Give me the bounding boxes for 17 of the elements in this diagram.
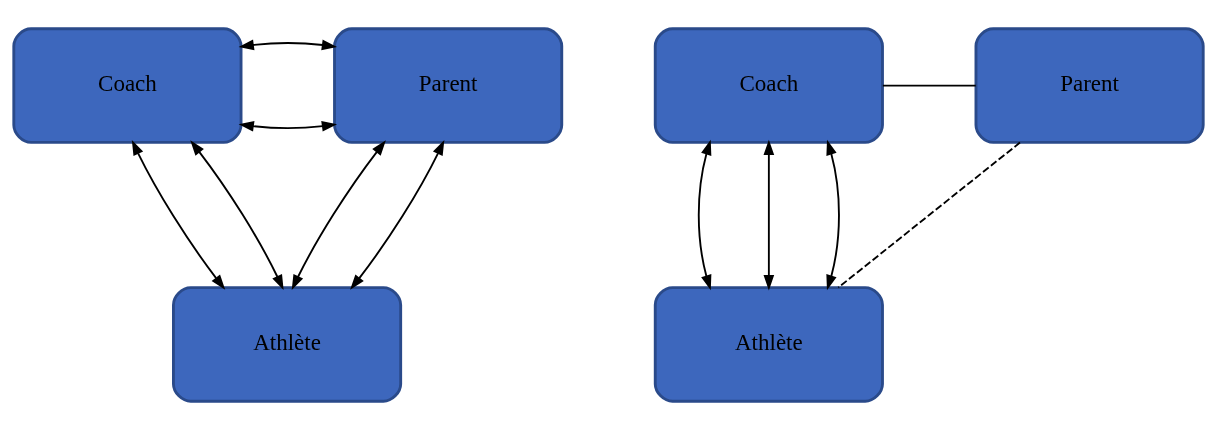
- node-box: Coach: [653, 27, 884, 144]
- arrow: [291, 140, 386, 291]
- arrow: [826, 139, 840, 291]
- connector: [881, 84, 977, 87]
- arrow: [350, 139, 445, 290]
- arrow: [238, 120, 338, 132]
- node-box: Coach: [12, 27, 243, 144]
- connector: [837, 141, 1021, 289]
- arrow: [238, 39, 338, 51]
- node-box: Athlète: [653, 286, 884, 403]
- node-box: Parent: [974, 27, 1205, 144]
- node-box: Parent: [333, 27, 564, 144]
- arrow: [190, 140, 284, 291]
- arrow: [131, 139, 226, 290]
- arrow: [763, 139, 775, 291]
- arrow: [697, 139, 712, 291]
- node-box: Athlète: [172, 286, 403, 403]
